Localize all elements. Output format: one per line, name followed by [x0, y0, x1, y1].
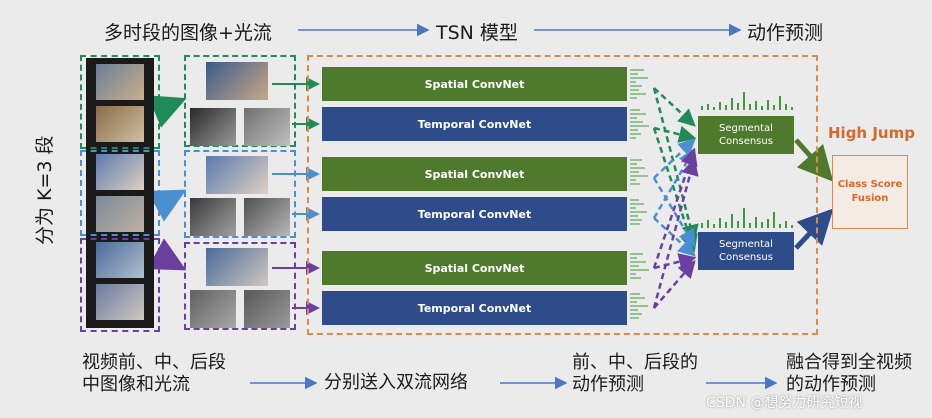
bottom-step-segment-predictions: 前、中、后段的动作预测 [572, 352, 698, 395]
top-step-images-flow: 多时段的图像+光流 [104, 22, 272, 44]
video-frame [96, 154, 144, 190]
segment-box-back [80, 238, 160, 332]
optical-flow-thumbnail [244, 108, 290, 146]
bottom-step-fused-prediction: 融合得到全视频的动作预测 [786, 352, 912, 395]
video-frame [96, 196, 144, 232]
input-box-middle [184, 150, 296, 238]
class-score-fusion: Class Score Fusion [832, 155, 908, 229]
rgb-frame-thumbnail [206, 156, 268, 194]
optical-flow-thumbnail [190, 290, 236, 328]
segment-count-label: 分为 K=3 段 [34, 135, 56, 245]
top-step-action-prediction: 动作预测 [747, 22, 824, 44]
segment-arrow-purple [147, 238, 187, 271]
spatial-convnet-3: Spatial ConvNet [322, 251, 627, 285]
input-box-back [184, 242, 296, 330]
temporal-convnet-1: Temporal ConvNet [322, 107, 627, 141]
segmental-consensus-spatial: Segmental Consensus [698, 116, 794, 154]
segment-arrow-blue [147, 189, 187, 222]
segment-box-middle [80, 150, 160, 236]
rgb-frame-thumbnail [206, 248, 268, 286]
bottom-step-segment-inputs: 视频前、中、后段中图像和光流 [82, 352, 226, 395]
score-bars [630, 69, 649, 319]
bottom-step-two-stream: 分别送入双流网络 [324, 372, 468, 393]
video-frame [96, 284, 144, 320]
video-frame [96, 242, 144, 278]
optical-flow-thumbnail [190, 108, 236, 146]
input-box-front [184, 55, 296, 147]
segment-arrow-green [147, 95, 187, 128]
segmental-consensus-temporal: Segmental Consensus [698, 232, 794, 270]
consensus-histograms [701, 92, 793, 228]
spatial-convnet-1: Spatial ConvNet [322, 67, 627, 101]
video-film-strip [86, 58, 154, 328]
video-frame [96, 106, 144, 142]
video-frame [96, 64, 144, 100]
spatial-convnet-2: Spatial ConvNet [322, 157, 627, 191]
optical-flow-thumbnail [244, 290, 290, 328]
predicted-class-label: High Jump [828, 124, 915, 142]
watermark: CSDN @想努力研究短视 [706, 395, 863, 411]
temporal-convnet-3: Temporal ConvNet [322, 291, 627, 325]
rgb-frame-thumbnail [206, 62, 268, 100]
top-step-tsn-model: TSN 模型 [436, 22, 518, 44]
temporal-convnet-2: Temporal ConvNet [322, 197, 627, 231]
segment-box-front [80, 55, 160, 149]
tsn-model-box [307, 55, 818, 335]
optical-flow-thumbnail [190, 198, 236, 236]
optical-flow-thumbnail [244, 198, 290, 236]
